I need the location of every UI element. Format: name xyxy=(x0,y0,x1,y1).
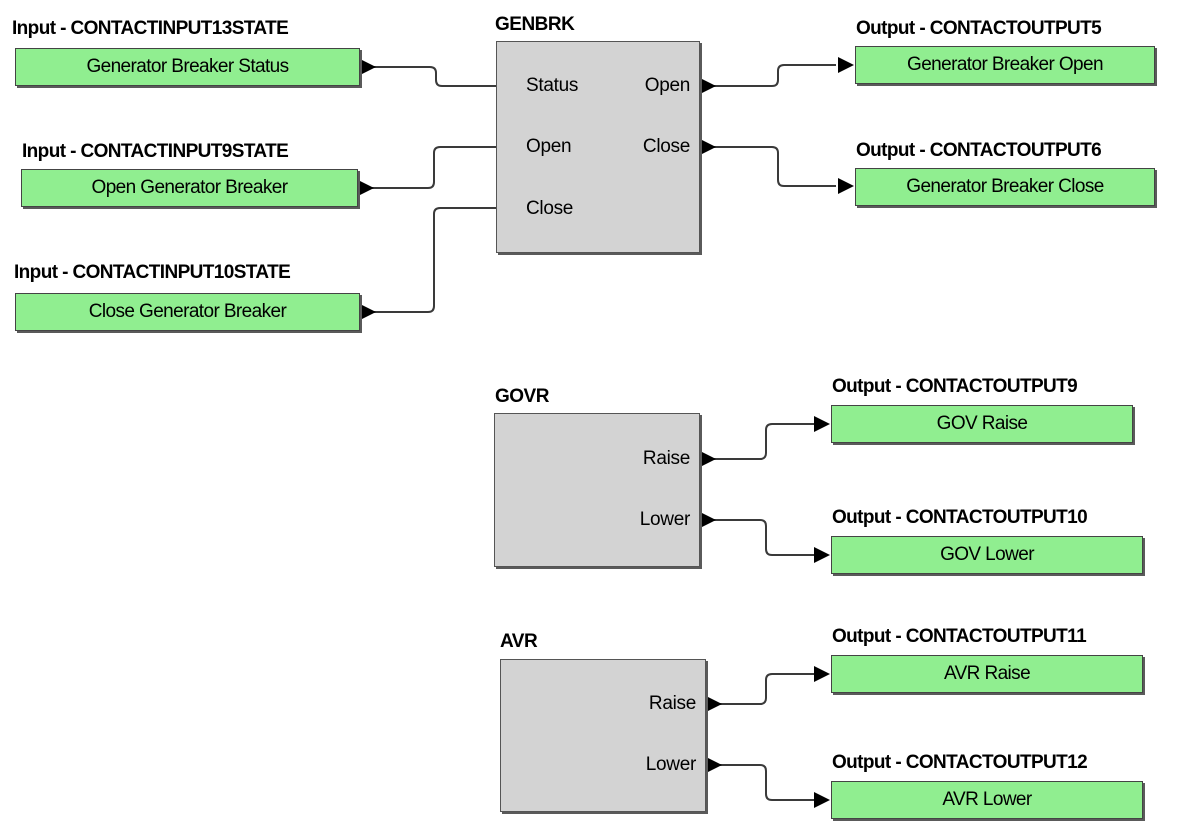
block-govr[interactable] xyxy=(494,413,700,567)
wire-govr-raise-output xyxy=(714,423,814,460)
arrow-head-icon xyxy=(358,180,374,196)
wire-avr-raise-output xyxy=(720,673,814,705)
wire-genbrk-open-output xyxy=(714,64,836,87)
input-heading-contactinput9: Input - CONTACTINPUT9STATE xyxy=(22,141,289,162)
wire-avr-lower-output xyxy=(720,764,814,801)
input-generator-breaker-status[interactable]: Generator Breaker Status xyxy=(15,48,360,86)
output-gov-raise[interactable]: GOV Raise xyxy=(831,405,1133,443)
arrow-head-icon xyxy=(814,666,830,682)
port-genbrk-in-status[interactable]: Status xyxy=(526,75,579,96)
block-title-genbrk: GENBRK xyxy=(495,14,575,35)
input-close-generator-breaker[interactable]: Close Generator Breaker xyxy=(15,293,360,331)
wire-close-input xyxy=(372,207,500,313)
block-title-govr: GOVR xyxy=(495,386,549,407)
block-genbrk[interactable] xyxy=(496,41,700,253)
output-heading-contactoutput11: Output - CONTACTOUTPUT11 xyxy=(832,626,1087,647)
port-govr-out-raise[interactable]: Raise xyxy=(642,448,690,469)
output-heading-contactoutput12: Output - CONTACTOUTPUT12 xyxy=(832,752,1088,773)
arrow-head-icon xyxy=(706,696,722,712)
output-heading-contactoutput6: Output - CONTACTOUTPUT6 xyxy=(856,140,1102,161)
port-genbrk-out-open[interactable]: Open xyxy=(644,75,691,96)
output-gov-lower[interactable]: GOV Lower xyxy=(831,536,1143,574)
port-genbrk-in-close[interactable]: Close xyxy=(526,198,574,219)
arrow-head-icon xyxy=(706,757,722,773)
block-title-avr: AVR xyxy=(500,631,538,652)
input-heading-contactinput13: Input - CONTACTINPUT13STATE xyxy=(12,18,289,39)
output-avr-raise[interactable]: AVR Raise xyxy=(831,655,1143,693)
arrow-head-icon xyxy=(360,59,376,75)
output-heading-contactoutput10: Output - CONTACTOUTPUT10 xyxy=(832,507,1088,528)
port-avr-out-lower[interactable]: Lower xyxy=(645,754,697,775)
wire-genbrk-close-output xyxy=(714,146,836,187)
block-avr[interactable] xyxy=(500,659,706,812)
arrow-head-icon xyxy=(700,451,716,467)
output-heading-contactoutput9: Output - CONTACTOUTPUT9 xyxy=(832,376,1078,397)
arrow-head-icon xyxy=(814,792,830,808)
output-heading-contactoutput5: Output - CONTACTOUTPUT5 xyxy=(856,18,1102,39)
output-generator-breaker-close[interactable]: Generator Breaker Close xyxy=(855,168,1155,206)
port-genbrk-out-close[interactable]: Close xyxy=(642,136,690,157)
port-genbrk-in-open[interactable]: Open xyxy=(526,136,572,157)
wire-status-input xyxy=(372,66,500,87)
port-govr-out-lower[interactable]: Lower xyxy=(639,509,691,530)
output-avr-lower[interactable]: AVR Lower xyxy=(831,781,1143,819)
arrow-head-icon xyxy=(700,512,716,528)
input-open-generator-breaker[interactable]: Open Generator Breaker xyxy=(21,169,358,207)
port-avr-out-raise[interactable]: Raise xyxy=(648,693,696,714)
arrow-head-icon xyxy=(838,178,854,194)
arrow-head-icon xyxy=(814,547,830,563)
arrow-head-icon xyxy=(838,57,854,73)
wire-open-input xyxy=(370,146,500,189)
arrow-head-icon xyxy=(700,78,716,94)
input-heading-contactinput10: Input - CONTACTINPUT10STATE xyxy=(14,262,291,283)
output-generator-breaker-open[interactable]: Generator Breaker Open xyxy=(855,46,1155,84)
wire-govr-lower-output xyxy=(714,519,814,556)
arrow-head-icon xyxy=(814,416,830,432)
arrow-head-icon xyxy=(700,139,716,155)
arrow-head-icon xyxy=(360,304,376,320)
